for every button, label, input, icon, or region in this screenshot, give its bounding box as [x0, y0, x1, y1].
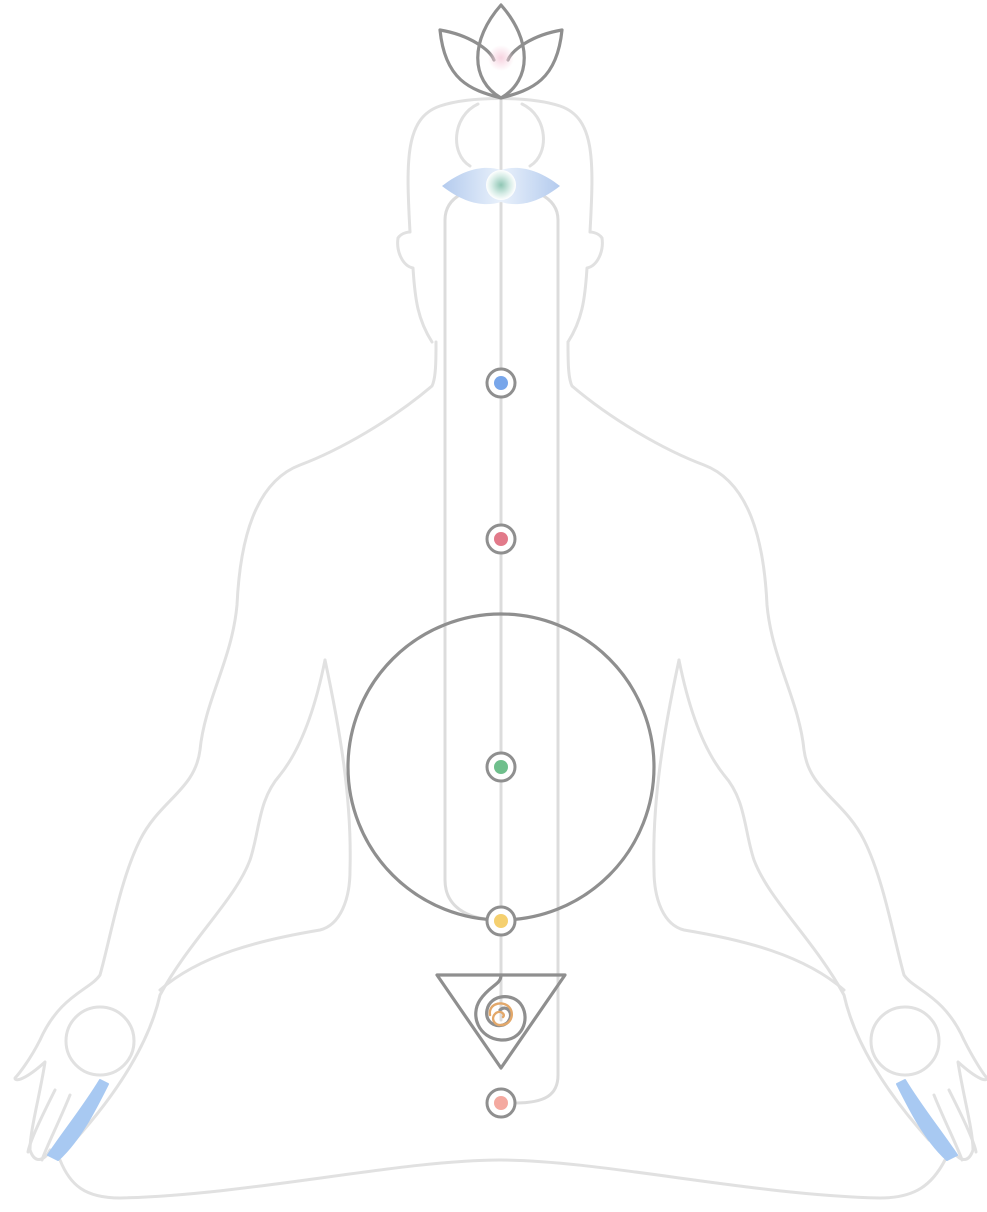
right-mudra-circle — [871, 1007, 939, 1075]
solar-plexus-chakra-node — [487, 753, 515, 781]
third-eye-icon — [442, 168, 560, 204]
throat-chakra-node — [487, 369, 515, 397]
left-mudra-circle — [66, 1007, 134, 1075]
right-inner-arm-outline — [654, 660, 844, 990]
left-forearm-outline — [75, 660, 325, 1140]
energy-channels — [445, 98, 558, 1103]
left-torso-outline — [15, 342, 436, 1159]
heart-chakra-node — [487, 525, 515, 553]
third-eye-chakra-dot — [486, 170, 516, 200]
right-palm-accent — [897, 1080, 957, 1160]
pingala-channel — [500, 186, 558, 1103]
ida-channel — [445, 186, 500, 920]
root-chakra-node — [487, 1089, 515, 1117]
sacral-chakra-node — [487, 907, 515, 935]
left-palm-accent — [48, 1080, 108, 1160]
legs-outline — [60, 1160, 945, 1198]
crown-chakra-dot — [488, 45, 514, 71]
right-forearm-outline — [679, 660, 929, 1140]
crown-lotus-icon — [440, 5, 562, 98]
right-torso-outline — [568, 342, 987, 1159]
left-inner-arm-outline — [160, 660, 350, 990]
